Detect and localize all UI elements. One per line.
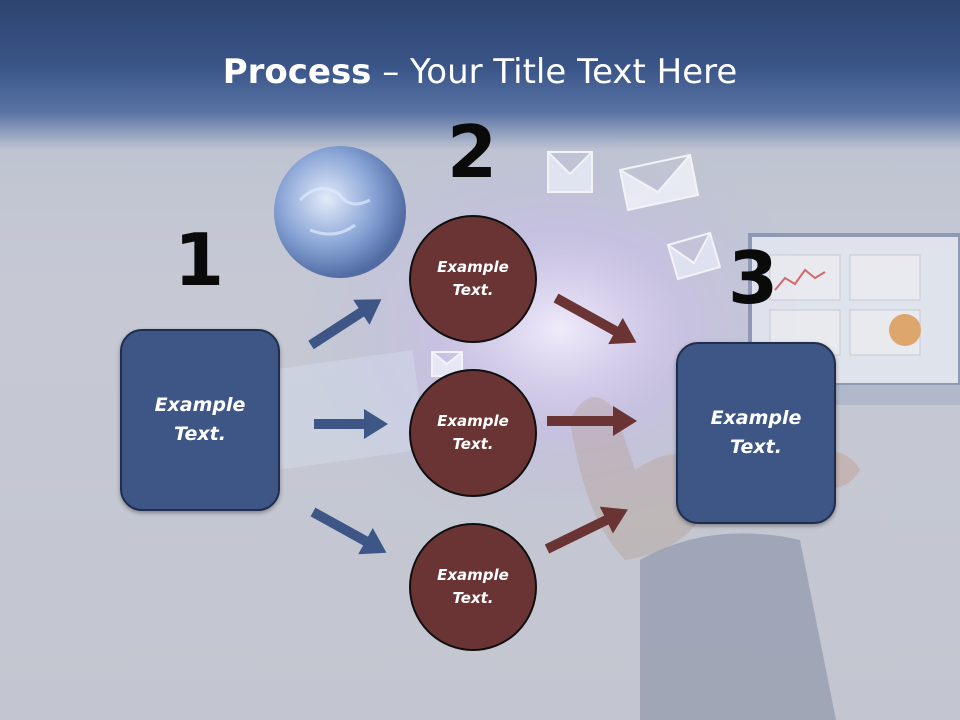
circle-label-middle: Example Text. xyxy=(437,412,509,453)
right-step-label: Example Text. xyxy=(710,407,802,458)
step-circle-middle: Example Text. xyxy=(409,369,537,497)
arrow-from-top xyxy=(553,293,637,345)
title-bold: Process xyxy=(222,52,372,92)
circle-label-bottom: Example Text. xyxy=(437,566,509,607)
red-arrows xyxy=(544,293,637,554)
globe-icon xyxy=(274,146,406,278)
step-number-1: 1 xyxy=(173,218,225,302)
slide-title: Process – Your Title Text Here xyxy=(0,52,960,92)
step-circle-top: Example Text. xyxy=(409,215,537,343)
step-number-3: 3 xyxy=(727,236,779,320)
arrow-from-middle xyxy=(547,406,637,436)
step-circle-bottom: Example Text. xyxy=(409,523,537,651)
arrow-from-bottom xyxy=(544,506,628,554)
blue-arrows xyxy=(308,299,388,555)
envelope-icons xyxy=(431,151,722,377)
arrow-to-top xyxy=(308,299,382,350)
title-bar xyxy=(0,0,960,150)
arrow-to-bottom xyxy=(310,507,387,555)
title-rest: – Your Title Text Here xyxy=(371,52,738,92)
left-step-label: Example Text. xyxy=(154,394,246,445)
arrow-to-middle xyxy=(314,409,388,439)
step-number-2: 2 xyxy=(446,110,498,194)
right-step-box: Example Text. xyxy=(676,342,836,524)
circle-label-top: Example Text. xyxy=(437,258,509,299)
left-step-box: Example Text. xyxy=(120,329,280,511)
